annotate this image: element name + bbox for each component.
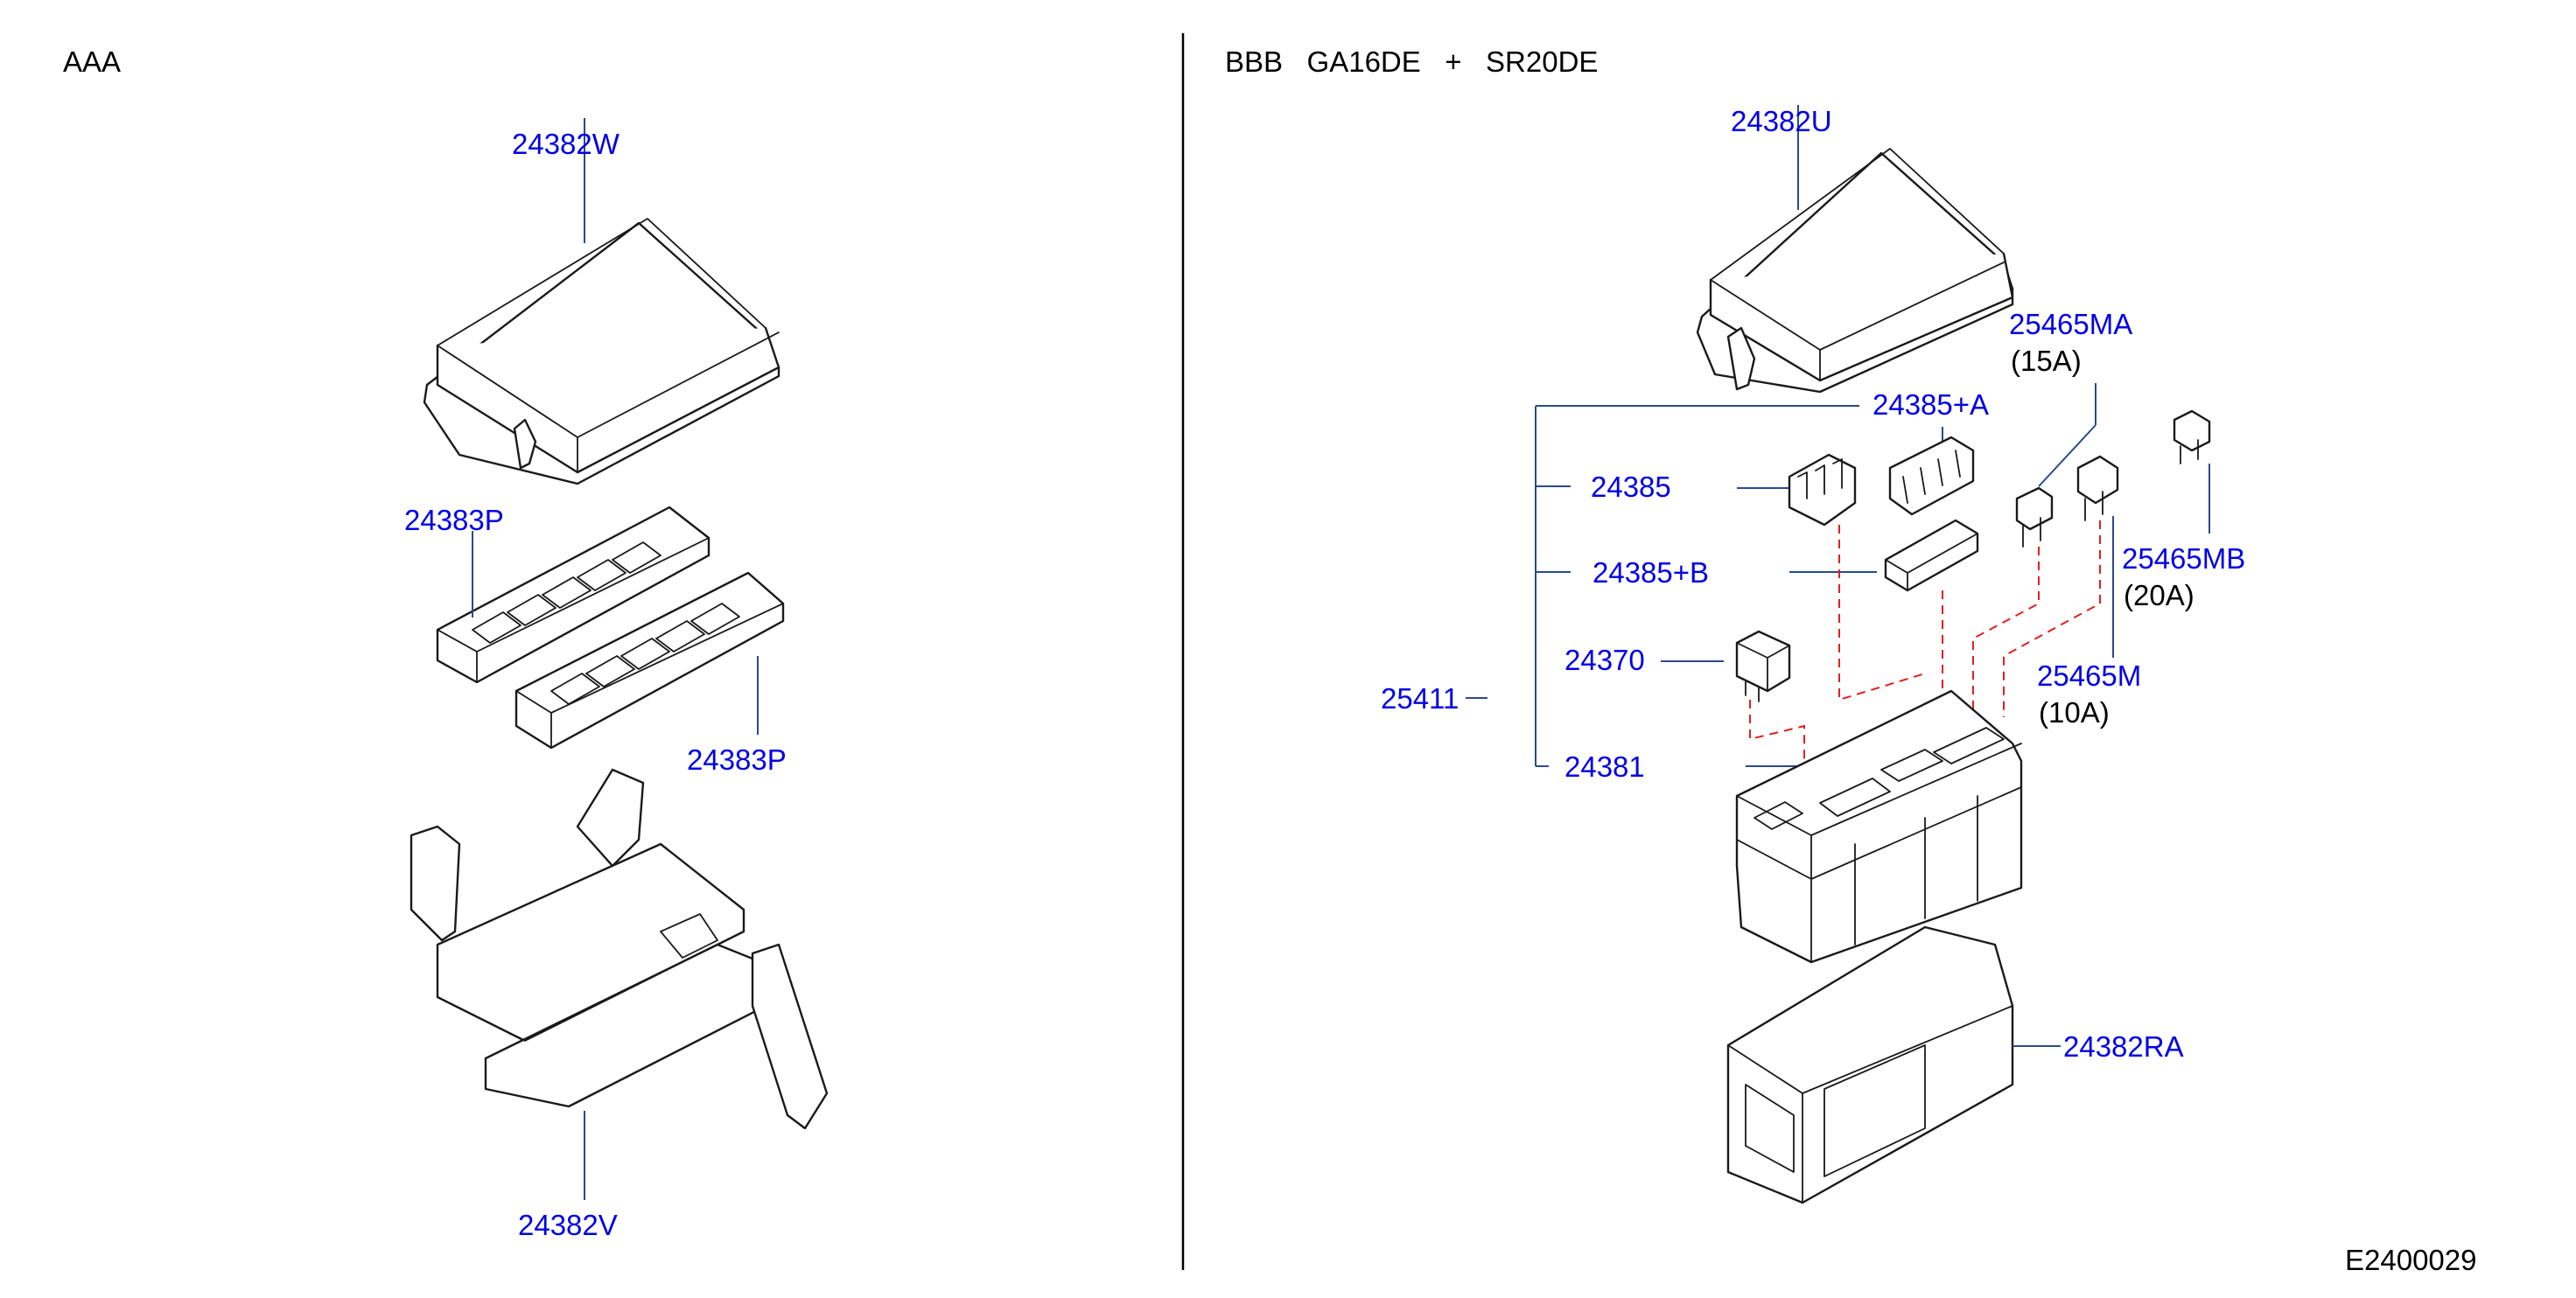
rating-25465MB: (20A)	[2124, 579, 2194, 611]
group-bracket-25411	[1466, 405, 1859, 767]
relay-24370-drawing[interactable]	[1735, 630, 1791, 702]
rating-25465MA: (15A)	[2011, 345, 2082, 377]
tray-24382RA-drawing[interactable]	[1726, 925, 2014, 1204]
fuse-block-24383P-lower-drawing[interactable]	[514, 571, 785, 750]
fuse-25465MA-drawing[interactable]	[2015, 486, 2054, 548]
callout-24370[interactable]: 24370	[1564, 644, 1645, 676]
relay-base-24385A-drawing[interactable]	[1888, 436, 1975, 516]
rating-25465M: (10A)	[2039, 696, 2110, 729]
left-section-header: AAA	[63, 45, 121, 78]
connector-24385-drawing[interactable]	[1788, 453, 1857, 527]
fuse-box-24381-drawing[interactable]	[1735, 689, 2023, 964]
fuse-holder-24385B-drawing[interactable]	[1884, 519, 1979, 592]
leader-25465MA-diag	[2038, 424, 2096, 487]
diagram-code: E2400029	[2345, 1244, 2476, 1276]
callout-25465MA[interactable]: 25465MA	[2009, 308, 2132, 340]
callout-25411[interactable]: 25411	[1381, 682, 1459, 715]
callout-24382RA[interactable]: 24382RA	[2063, 1030, 2184, 1063]
callout-25465M[interactable]: 25465M	[2037, 659, 2141, 692]
callout-24383P-bottom[interactable]: 24383P	[687, 743, 787, 776]
callout-24383P-top[interactable]: 24383P	[404, 504, 504, 536]
fuse-25465M-drawing[interactable]	[2076, 455, 2119, 521]
callout-25465MB[interactable]: 25465MB	[2122, 542, 2245, 575]
callout-24382W[interactable]: 24382W	[512, 128, 620, 160]
callout-24385B[interactable]: 24385+B	[1592, 556, 1709, 589]
callout-24382V[interactable]: 24382V	[518, 1209, 618, 1241]
cover-24382U-drawing[interactable]	[1696, 148, 2014, 394]
callout-24381[interactable]: 24381	[1564, 750, 1645, 783]
callout-24385A[interactable]: 24385+A	[1872, 388, 1989, 421]
callout-24385[interactable]: 24385	[1591, 471, 1671, 503]
callout-24382U[interactable]: 24382U	[1731, 105, 1832, 137]
fuse-block-24383P-upper-drawing[interactable]	[436, 506, 710, 684]
bracket-24382V-drawing[interactable]	[410, 768, 829, 1130]
fuse-25465MB-drawing[interactable]	[2173, 409, 2211, 464]
right-section-header: BBB GA16DE + SR20DE	[1225, 45, 1598, 78]
cover-24382W-drawing[interactable]	[423, 218, 780, 485]
